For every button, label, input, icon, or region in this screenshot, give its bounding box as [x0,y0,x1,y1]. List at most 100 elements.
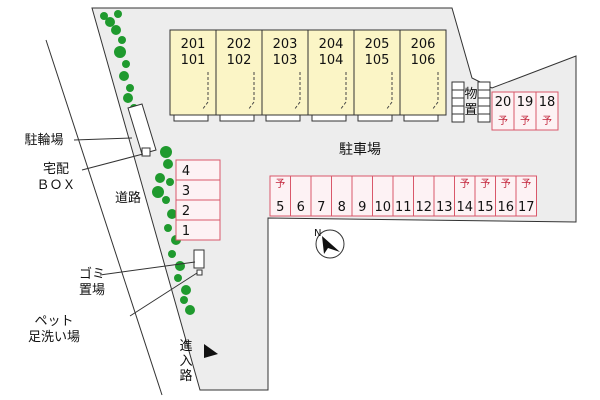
parking-space [175,219,221,241]
unit-step [173,114,209,122]
compass-icon: N [314,228,345,259]
reserved-mark: 予 [498,115,508,127]
unit-step [311,114,347,122]
parking-space-number: 1 [182,224,190,239]
unit-number-upper: 203 [273,37,298,52]
unit-number-lower: 103 [273,53,298,68]
unit-number-lower: 106 [411,53,436,68]
unit-step [219,114,255,122]
reserved-mark: 予 [275,178,285,190]
parking-lot-label: 駐車場 [339,141,381,158]
leader-pet-wash [129,272,198,317]
tree-icon [100,12,108,20]
parking-space [515,175,537,217]
tree-icon [164,224,172,232]
parking-space-number: 15 [477,200,494,215]
tree-icon [122,60,130,68]
parking-space-number: 17 [518,200,535,215]
leader-delivery-box [81,153,144,171]
parking-space-number: 5 [276,200,284,215]
reserved-mark: 予 [460,178,470,190]
entrance-road-label: 進入路 [179,339,192,384]
parking-space-number: 14 [456,200,473,215]
road-label: 道路 [115,190,141,206]
unit-door [293,72,301,111]
unit-number-upper: 206 [411,37,436,52]
delivery-box-label: 宅配ＢＯＸ [36,162,75,193]
parking-spaces-left: 4 3 2 1 [175,159,221,241]
tree-icon [114,46,126,58]
garbage-area-shape [193,249,205,269]
unit-number-upper: 202 [227,37,252,52]
tree-row [100,10,195,315]
storage-label-2: 置 [464,103,477,118]
unit-step [265,114,301,122]
parking-space-number: 8 [338,200,346,215]
storage-hatch-right [477,81,491,123]
tree-icon [119,71,129,81]
unit-door [339,72,347,111]
leader-garbage [99,261,196,276]
reserved-mark: 予 [480,178,490,190]
entrance-arrow-icon [204,344,218,358]
parking-space-number: 3 [182,184,190,199]
parking-space-number: 10 [374,200,391,215]
parking-space-number: 9 [358,200,366,215]
tree-icon [126,84,134,92]
tree-icon [160,146,172,158]
unit-door [385,72,393,111]
bicycle-parking-shed [127,103,157,155]
unit-door [431,72,439,111]
tree-icon [162,196,170,204]
tree-icon [123,93,133,103]
unit-number-upper: 201 [181,37,206,52]
tree-icon [155,173,165,183]
unit-step [403,114,439,122]
tree-icon [167,209,177,219]
apartment-unit [399,29,447,116]
parking-space-number: 6 [297,200,305,215]
parking-space [535,91,559,131]
parking-space-number: 18 [539,95,556,110]
tree-icon [105,17,115,27]
unit-door [201,72,209,111]
leader-bicycle [73,137,133,141]
tree-icon [168,250,176,258]
unit-number-upper: 205 [365,37,390,52]
tree-icon [180,296,188,304]
parking-space-number: 13 [436,200,453,215]
parking-space-number: 12 [415,200,432,215]
storage-shed: 物 置 [451,81,491,123]
unit-step [357,114,393,122]
street-line-left [45,39,163,396]
parking-space-number: 11 [395,200,412,215]
unit-number-upper: 204 [319,37,344,52]
unit-number-lower: 104 [319,53,344,68]
bicycle-parking-label: 駐輪場 [24,132,63,148]
reserved-mark: 予 [520,115,530,127]
delivery-box-shape [141,147,151,157]
unit-number-lower: 102 [227,53,252,68]
tree-icon [114,10,122,18]
parking-space-number: 7 [317,200,325,215]
parking-space-number: 19 [517,95,534,110]
tree-icon [163,159,173,169]
parking-space-number: 2 [182,204,190,219]
pet-wash-label: ペット足洗い場 [28,314,80,345]
tree-icon [111,25,121,35]
bicycle-parking-structure [127,103,157,157]
unit-number-lower: 101 [181,53,206,68]
tree-icon [118,36,126,44]
parking-space-number: 4 [182,164,190,179]
pet-wash-shape [196,269,203,276]
reserved-mark: 予 [521,178,531,190]
tree-icon [175,261,185,271]
parking-space-number: 20 [495,95,512,110]
tree-icon [166,178,174,186]
